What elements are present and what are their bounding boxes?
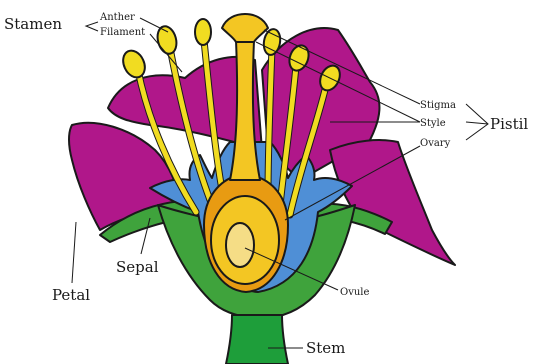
stamen-label: Stamen	[4, 15, 62, 33]
anther	[195, 19, 211, 45]
stigma	[222, 14, 268, 42]
stem	[226, 315, 288, 364]
petal-leader	[72, 222, 76, 283]
pistil-brace-mid	[466, 122, 488, 124]
filament-label: Filament	[100, 27, 145, 38]
anther-label: Anther	[99, 12, 135, 23]
stigma-label: Stigma	[420, 100, 456, 111]
ovary-label: Ovary	[420, 138, 451, 149]
anther	[155, 24, 180, 56]
stem-label: Stem	[306, 339, 345, 357]
anther	[119, 47, 149, 81]
stamen-brace	[86, 22, 98, 31]
style-label: Style	[420, 118, 446, 129]
ovule-label: Ovule	[340, 287, 369, 298]
pistil-label: Pistil	[490, 115, 528, 133]
ovule	[226, 223, 254, 267]
petal-label: Petal	[52, 286, 90, 304]
sepal-label: Sepal	[116, 258, 159, 276]
petal-front-right	[330, 140, 455, 265]
